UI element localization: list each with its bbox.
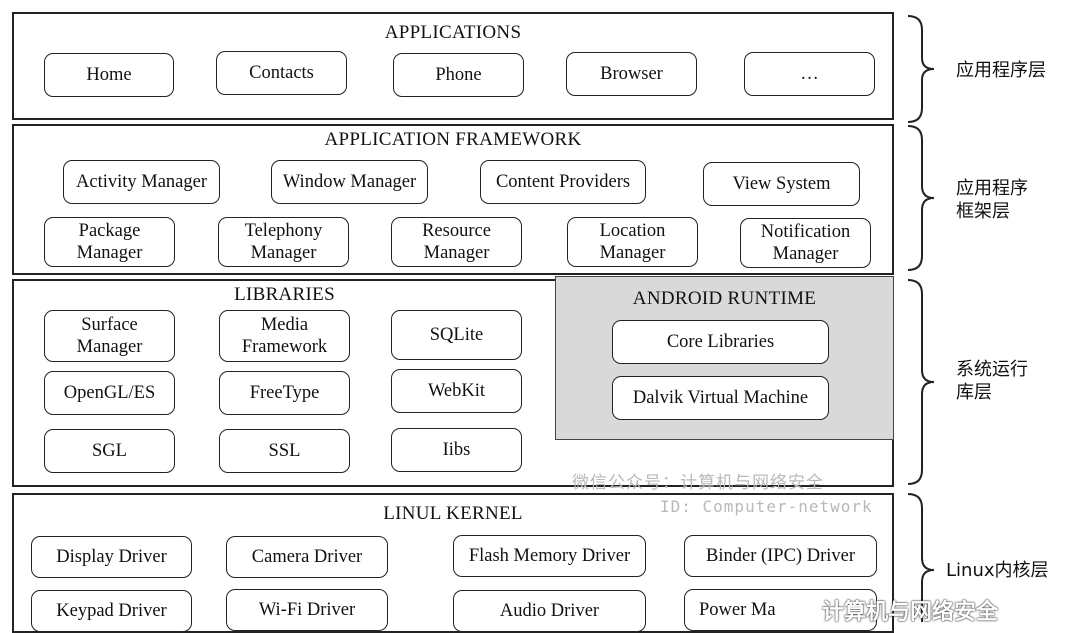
app-home: Home xyxy=(44,53,174,97)
drv-power-label: Power Ma xyxy=(699,600,776,620)
lib-ssl: SSL xyxy=(219,429,350,473)
drv-audio: Audio Driver xyxy=(453,590,646,632)
lib-libs: Iibs xyxy=(391,428,522,472)
fw-location-manager: Location Manager xyxy=(567,217,698,267)
fw-view-system: View System xyxy=(703,162,860,206)
drv-binder-ipc: Binder (IPC) Driver xyxy=(684,535,877,577)
lib-webkit: WebKit xyxy=(391,369,522,413)
applications-title: APPLICATIONS xyxy=(384,22,522,43)
app-more: … xyxy=(744,52,875,96)
rt-dalvik-vm: Dalvik Virtual Machine xyxy=(612,376,829,420)
drv-keypad: Keypad Driver xyxy=(31,590,192,632)
wechat-logo-icon xyxy=(790,599,815,617)
drv-wifi: Wi-Fi Driver xyxy=(226,589,388,631)
lib-sqlite: SQLite xyxy=(391,310,522,360)
lib-freetype: FreeType xyxy=(219,371,350,415)
watermark-line1: 微信公众号：计算机与网络安全 xyxy=(572,473,824,493)
brace-framework xyxy=(907,125,935,271)
rt-core-libraries: Core Libraries xyxy=(612,320,829,364)
label-kernel-layer: Linux内核层 xyxy=(946,560,1049,581)
fw-content-providers: Content Providers xyxy=(480,160,646,204)
label-libraries-layer: 系统运行 库层 xyxy=(956,359,1028,403)
fw-activity-manager: Activity Manager xyxy=(63,160,220,204)
brace-applications xyxy=(907,15,935,123)
label-application-layer: 应用程序层 xyxy=(956,60,1046,81)
framework-title: APPLICATION FRAMEWORK xyxy=(324,129,582,150)
runtime-title: ANDROID RUNTIME xyxy=(632,288,817,309)
libraries-title: LIBRARIES xyxy=(234,284,335,305)
watermark-line2: ID: Computer-network xyxy=(660,497,873,516)
app-phone: Phone xyxy=(393,53,524,97)
app-browser: Browser xyxy=(566,52,697,96)
brace-kernel xyxy=(907,493,935,622)
kernel-title: LINUL KERNEL xyxy=(383,503,523,524)
brace-libraries xyxy=(907,279,935,485)
watermark-bottom: 计算机与网络安全 xyxy=(822,600,999,625)
lib-sgl: SGL xyxy=(44,429,175,473)
drv-display: Display Driver xyxy=(31,536,192,578)
lib-media-framework: Media Framework xyxy=(219,310,350,362)
lib-opengl-es: OpenGL/ES xyxy=(44,371,175,415)
fw-notification-manager: Notification Manager xyxy=(740,218,871,268)
fw-telephony-manager: Telephony Manager xyxy=(218,217,349,267)
lib-surface-manager: Surface Manager xyxy=(44,310,175,362)
fw-window-manager: Window Manager xyxy=(271,160,428,204)
label-framework-layer: 应用程序 框架层 xyxy=(956,178,1028,222)
drv-flash-memory: Flash Memory Driver xyxy=(453,535,646,577)
fw-package-manager: Package Manager xyxy=(44,217,175,267)
fw-resource-manager: Resource Manager xyxy=(391,217,522,267)
drv-camera: Camera Driver xyxy=(226,536,388,578)
app-contacts: Contacts xyxy=(216,51,347,95)
